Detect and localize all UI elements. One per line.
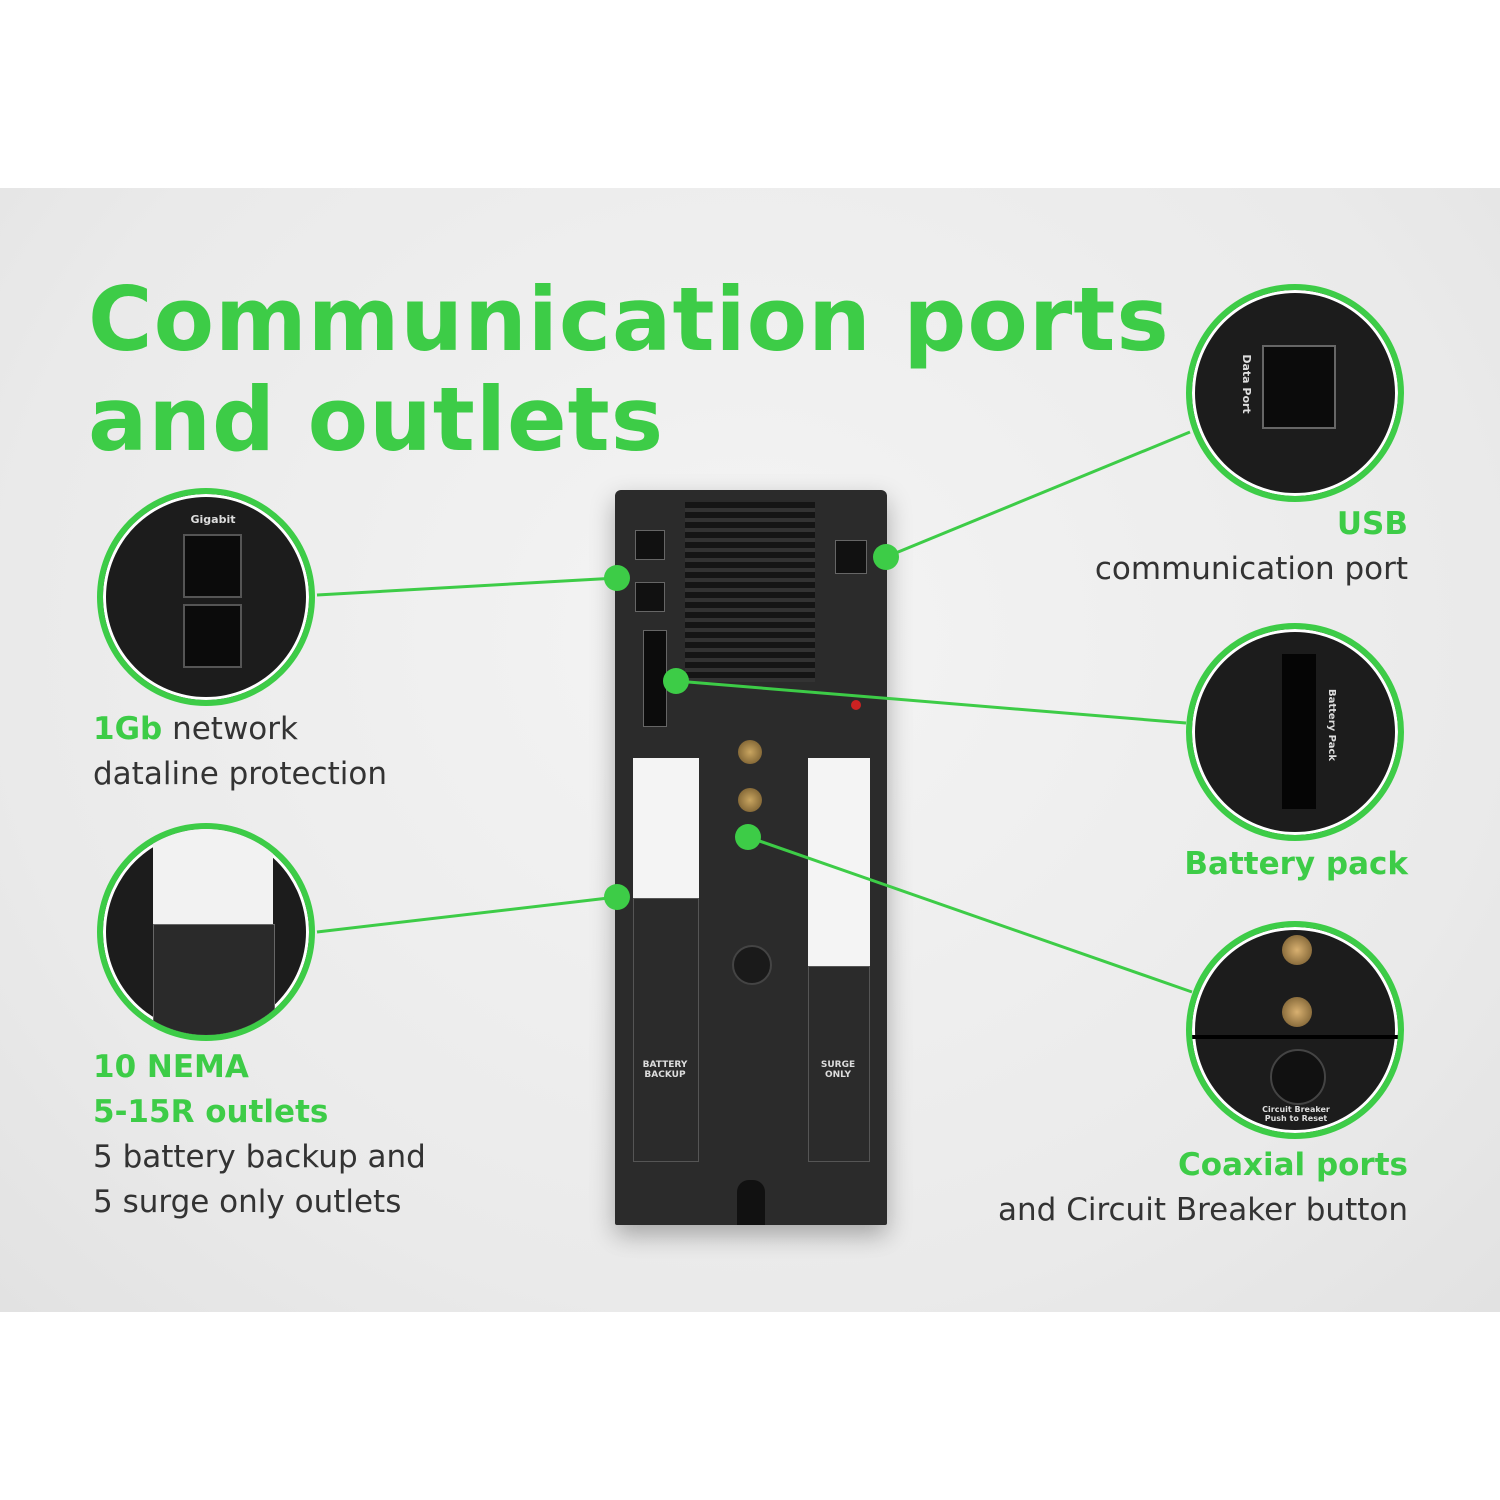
coax-highlight: Coaxial ports	[1178, 1147, 1408, 1183]
usb-highlight: USB	[1336, 506, 1408, 542]
dot-coax	[735, 824, 761, 850]
outlets-line2: 5-15R outlets	[93, 1094, 329, 1130]
network-rest: network	[162, 711, 298, 747]
battery-backup-strip	[633, 898, 699, 1162]
ups-device-rear: BATTERY BACKUP SURGE ONLY	[615, 490, 887, 1225]
usb-line2: communication port	[1094, 551, 1408, 587]
page-title: Communication ports and outlets	[88, 270, 1170, 470]
title-line-1: Communication ports	[88, 268, 1170, 371]
outlets-callout-label: 10 NEMA 5-15R outlets 5 battery backup a…	[93, 1045, 426, 1225]
title-line-2: and outlets	[88, 368, 665, 471]
network-highlight: 1Gb	[93, 711, 163, 747]
outlet-group-white-left	[633, 758, 699, 898]
usb-port-closeup: Data Port	[1186, 284, 1404, 502]
network-port-in	[635, 530, 665, 560]
battery-pack-connector	[643, 630, 667, 727]
dot-usb	[873, 544, 899, 570]
coax-line2: and Circuit Breaker button	[998, 1192, 1408, 1228]
circuit-breaker-label: Circuit Breaker Push to Reset	[1262, 1105, 1330, 1123]
battery-callout-label: Battery pack	[1184, 842, 1408, 887]
network-ports-closeup: Gigabit	[97, 488, 315, 706]
dot-battery	[663, 668, 689, 694]
dot-network	[604, 565, 630, 591]
coax-callout-label: Coaxial ports and Circuit Breaker button	[998, 1143, 1408, 1233]
connector-coax	[747, 835, 1193, 994]
circuit-breaker-button	[732, 945, 772, 985]
power-cord	[737, 1180, 765, 1225]
battery-highlight: Battery pack	[1184, 846, 1408, 882]
connector-battery	[675, 679, 1187, 725]
outlets-line1: 10 NEMA	[93, 1049, 249, 1085]
network-callout-label: 1Gb network dataline protection	[93, 707, 387, 797]
surge-only-label: SURGE ONLY	[820, 1060, 856, 1080]
coax-in-icon	[738, 740, 762, 764]
network-line2: dataline protection	[93, 756, 387, 792]
outlets-line3: 5 battery backup and	[93, 1139, 426, 1175]
coax-breaker-closeup: Circuit Breaker Push to Reset	[1186, 921, 1404, 1139]
connector-usb	[885, 430, 1191, 559]
dot-outlets	[604, 884, 630, 910]
battery-pack-closeup: Battery Pack	[1186, 623, 1404, 841]
usb-callout-label: USB communication port	[1095, 502, 1408, 592]
connector-network	[316, 576, 618, 597]
usb-data-port	[835, 540, 867, 574]
network-port-out	[635, 582, 665, 612]
outlets-line4: 5 surge only outlets	[93, 1184, 402, 1220]
battery-backup-label: BATTERY BACKUP	[642, 1060, 688, 1080]
surge-only-strip	[808, 966, 870, 1162]
vent-grille	[685, 502, 815, 682]
outlets-closeup	[97, 823, 315, 1041]
indicator-led	[851, 700, 861, 710]
gigabit-label: Gigabit	[190, 513, 236, 526]
coax-out-icon	[738, 788, 762, 812]
connector-outlets	[316, 895, 618, 934]
